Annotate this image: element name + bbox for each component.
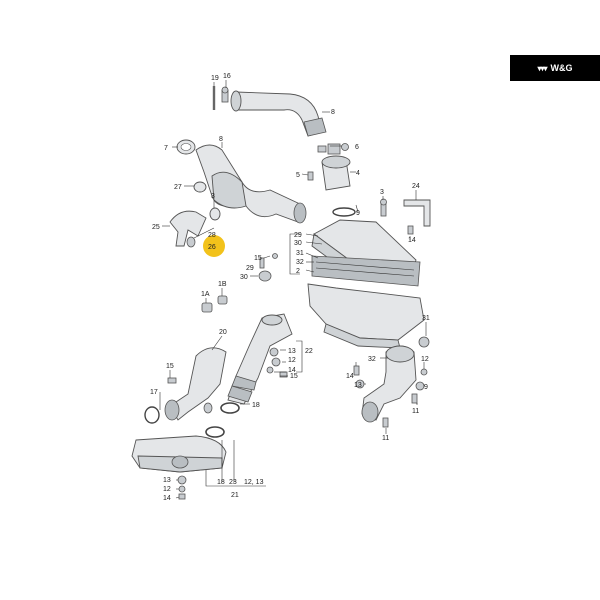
hose-20-corrugated <box>227 313 293 405</box>
grommet-31 <box>418 336 430 348</box>
callout-6: 6 <box>355 144 359 151</box>
clamp-27 <box>193 181 207 193</box>
screw-14-duct <box>353 365 360 376</box>
callout-2: 2 <box>296 268 300 275</box>
duct-20 <box>164 347 227 421</box>
clamp-28 <box>186 236 196 248</box>
callout-8-duct: 8 <box>219 136 223 143</box>
screw-11-b <box>382 417 389 428</box>
clamp-18 <box>220 402 240 414</box>
callout-12-right: 12 <box>421 356 429 363</box>
filter-element <box>311 255 421 287</box>
callout-12-13: 12, 13 <box>244 479 264 486</box>
screw-15-left <box>167 377 177 384</box>
clamp-7 <box>176 139 196 155</box>
grommet-1b <box>217 295 228 305</box>
grommet-30 <box>258 270 272 282</box>
bolt-16 <box>221 86 229 103</box>
callout-4: 4 <box>356 170 360 177</box>
callout-30: 30 <box>294 240 302 247</box>
o-ring-9 <box>332 207 356 217</box>
callout-11-lower: 11 <box>382 435 389 442</box>
screw-15-mid <box>272 253 278 259</box>
screw-3-right <box>380 198 387 217</box>
callout-32: 32 <box>296 259 304 266</box>
callout-9: 9 <box>356 210 360 217</box>
callout-3-right: 3 <box>380 189 384 196</box>
intake-duct-8 <box>195 144 307 224</box>
screw-14-right <box>407 225 414 235</box>
callout-3: 3 <box>211 193 215 200</box>
grommet-9-duct <box>415 381 425 391</box>
resonator-lower <box>131 435 227 473</box>
callout-26: 26 <box>208 244 216 251</box>
callout-1b: 1B <box>218 281 227 288</box>
callout-15-mid-low: 15 <box>290 373 298 380</box>
callout-14-right: 14 <box>408 237 416 244</box>
callout-17: 17 <box>150 389 158 396</box>
screw-11-a <box>411 393 418 404</box>
highlight-marker <box>203 235 225 257</box>
clamp-upper-hose <box>203 402 213 414</box>
callout-1a: 1A <box>201 291 210 298</box>
callout-13-duct: 13 <box>354 382 362 389</box>
leader-lines <box>159 80 427 499</box>
clamp-3 <box>209 207 221 221</box>
callout-24: 24 <box>412 183 420 190</box>
callout-labels: 19 16 8 7 8 6 5 4 9 27 3 3 24 25 28 26 2… <box>150 73 430 502</box>
callout-18-bottom: 18 <box>217 479 225 486</box>
callout-9-duct: 9 <box>424 384 428 391</box>
callout-29-mid: 29 <box>246 265 254 272</box>
grommet-1a <box>201 302 213 313</box>
callout-27: 27 <box>174 184 182 191</box>
screw-12-duct <box>420 368 428 376</box>
callout-13-mid: 13 <box>288 348 296 355</box>
callout-32-right: 32 <box>368 356 376 363</box>
o-ring-17 <box>144 406 160 424</box>
callout-18-mid: 18 <box>252 402 260 409</box>
callout-14-duct: 14 <box>346 373 354 380</box>
screw-29 <box>259 257 265 269</box>
intake-pipe-upper <box>230 90 327 137</box>
callout-28: 28 <box>208 232 216 239</box>
small-parts-bottom-left <box>177 475 187 500</box>
callout-31-right: 31 <box>422 315 430 322</box>
sensor-group-13-12-15 <box>266 347 288 378</box>
brand-name: W&G <box>550 63 573 73</box>
brand-badge: ▾▾▾ W&G <box>510 55 600 81</box>
callout-14-bottom: 14 <box>163 495 171 502</box>
air-mass-meter-4 <box>317 143 351 191</box>
callout-15-mid: 15 <box>254 255 262 262</box>
callout-20: 20 <box>219 329 227 336</box>
callout-31: 31 <box>296 250 304 257</box>
clamp-21 <box>205 426 225 438</box>
callout-12-bottom: 12 <box>163 486 171 493</box>
callout-29: 29 <box>294 232 302 239</box>
screw-6 <box>341 143 349 151</box>
callout-16: 16 <box>223 73 231 80</box>
brand-logo-icon: ▾▾▾ <box>537 63 547 73</box>
callout-14-mid: 14 <box>288 367 296 374</box>
callout-11-right: 11 <box>412 408 419 415</box>
callout-21: 21 <box>231 492 239 499</box>
hose-25 <box>169 210 207 247</box>
bracket-24 <box>403 199 431 227</box>
callout-25: 25 <box>152 224 160 231</box>
filter-housing-lower <box>307 283 425 349</box>
screw-5 <box>307 171 314 181</box>
callout-15-left: 15 <box>166 363 174 370</box>
callout-12-mid: 12 <box>288 357 296 364</box>
callout-22: 22 <box>305 348 313 355</box>
callout-23: 23 <box>229 479 237 486</box>
duct-32 <box>361 345 417 423</box>
callout-7: 7 <box>164 145 168 152</box>
callout-8-upper: 8 <box>331 109 335 116</box>
callout-13-bottom: 13 <box>163 477 171 484</box>
callout-30-mid: 30 <box>240 274 248 281</box>
callout-5: 5 <box>296 172 300 179</box>
callout-19: 19 <box>211 75 219 82</box>
